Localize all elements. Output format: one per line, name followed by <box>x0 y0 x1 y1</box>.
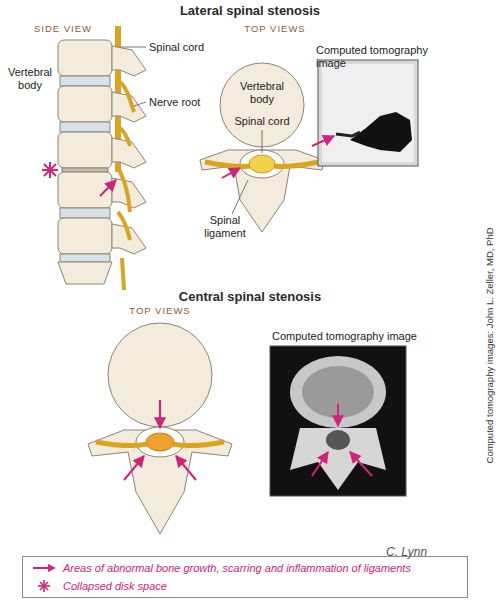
image-title: Computed tomography image <box>316 44 436 69</box>
legend-text: Areas of abnormal bone growth, scarring … <box>63 562 411 574</box>
part-label: Vertebral body <box>237 80 287 105</box>
view-label: TOP VIEWS <box>230 24 320 35</box>
section-heading: Central spinal stenosis <box>150 290 350 305</box>
part-label: Vertebral body <box>4 66 56 91</box>
image-title: Computed tomography image <box>272 330 422 343</box>
artist-signature: C. Lynn <box>386 546 456 560</box>
lateral-top-vertebra <box>200 63 324 232</box>
part-label: Nerve root <box>149 96 229 109</box>
legend-row: Areas of abnormal bone growth, scarring … <box>31 559 467 577</box>
asterisk-swatch <box>31 579 57 593</box>
part-label: Spinal cord <box>232 115 292 128</box>
legend-text: Collapsed disk space <box>63 580 167 592</box>
part-label: Spinal cord <box>149 41 229 54</box>
view-label: SIDE VIEW <box>18 24 108 35</box>
credit-caption: Computed tomography images: John L. Zell… <box>485 200 496 490</box>
arrow-swatch <box>31 561 57 575</box>
legend-row: Collapsed disk space <box>31 577 467 595</box>
part-label: Spinal ligament <box>200 214 250 239</box>
ct-image-2 <box>270 346 406 496</box>
view-label: TOP VIEWS <box>125 306 195 317</box>
legend-box: Areas of abnormal bone growth, scarring … <box>22 556 468 598</box>
ct-image-1 <box>312 60 418 166</box>
side-spine <box>42 26 146 290</box>
section-heading: Lateral spinal stenosis <box>150 4 350 19</box>
central-top-vertebra <box>88 323 232 534</box>
